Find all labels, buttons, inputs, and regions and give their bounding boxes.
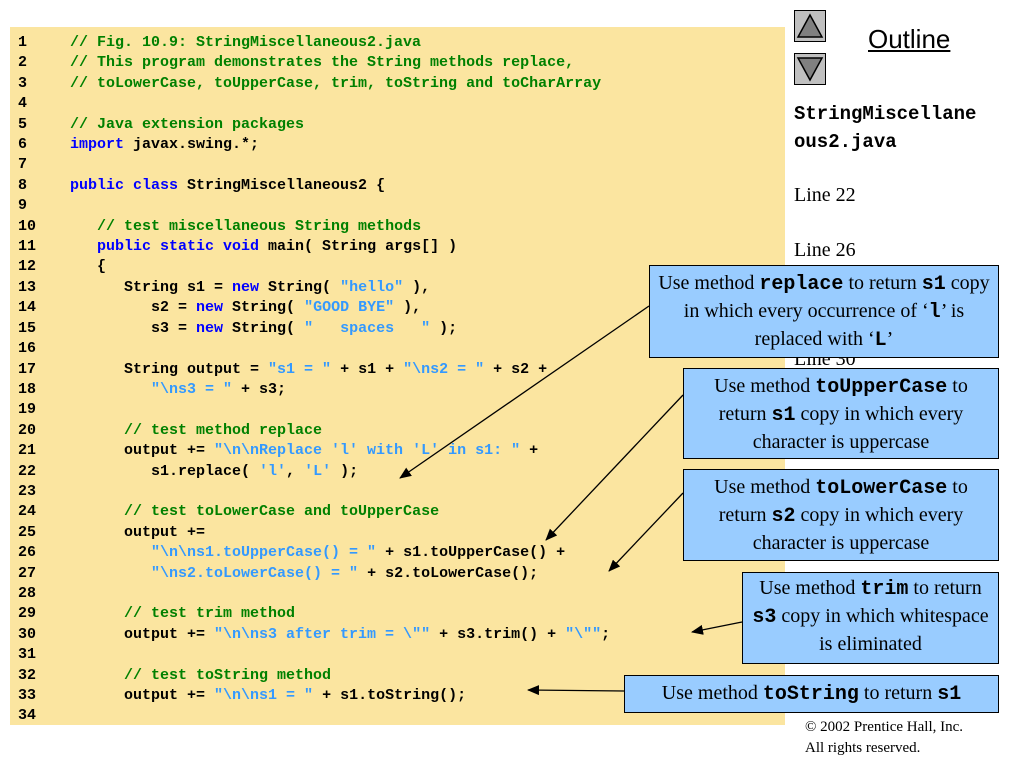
copyright-line-2: All rights reserved. xyxy=(805,740,921,756)
file-title-line-1: StringMiscellane xyxy=(794,103,977,125)
line-numbers: 1 2 3 4 5 6 7 8 9 10 11 12 13 14 15 16 1… xyxy=(18,34,37,725)
code-line: // test toString method xyxy=(124,666,332,684)
arrow-tolowercase xyxy=(608,492,684,572)
arrow-tostring xyxy=(527,685,625,696)
line-ref-26[interactable]: Line 26 xyxy=(794,239,856,261)
callout-touppercase: Use method toUpperCase to return s1 copy… xyxy=(683,368,999,459)
callout-tostring: Use method toString to return s1 xyxy=(624,675,999,713)
arrow-replace xyxy=(399,305,650,479)
code-line: output += "\n\ns1 = " + s1.toString(); xyxy=(70,687,467,704)
code-line: public class StringMiscellaneous2 { xyxy=(70,176,386,194)
copyright-line-1: © 2002 Prentice Hall, Inc. xyxy=(805,719,964,735)
code-line: "\ns3 = " + s3; xyxy=(151,380,287,398)
code-line: output += "\n\ns3 after trim = \"" + s3.… xyxy=(70,625,611,643)
arrow-trim xyxy=(691,621,743,635)
code-line: // Fig. 10.9: StringMiscellaneous2.java xyxy=(70,34,422,51)
copyright-notice: © 2002 Prentice Hall, Inc. All rights re… xyxy=(805,717,963,759)
code-line: output += "\n\nReplace 'l' with 'L' in s… xyxy=(70,442,539,460)
code-line: import javax.swing.*; xyxy=(70,136,260,154)
code-line: s2 = new String( "GOOD BYE" ), xyxy=(70,299,422,317)
code-text: // Fig. 10.9: StringMiscellaneous2.java /… xyxy=(70,33,610,727)
outline-link[interactable]: Outline xyxy=(868,24,951,54)
code-line: "\ns2.toLowerCase() = " + s2.toLowerCase… xyxy=(151,564,539,582)
next-slide-button[interactable] xyxy=(794,53,826,85)
code-line: // test toLowerCase and toUpperCase xyxy=(124,503,440,521)
code-line: output += xyxy=(70,523,206,541)
code-line: // test miscellaneous String methods xyxy=(97,217,422,235)
callout-tolowercase: Use method toLowerCase to return s2 copy… xyxy=(683,469,999,561)
code-line: // Java extension packages xyxy=(70,115,305,133)
code-line: // toLowerCase, toUpperCase, trim, toStr… xyxy=(70,74,602,92)
callout-replace: Use method replace to return s1 copy in … xyxy=(649,265,999,358)
code-line: // test trim method xyxy=(124,605,296,623)
code-listing-panel: 1 2 3 4 5 6 7 8 9 10 11 12 13 14 15 16 1… xyxy=(10,27,785,725)
code-line: // test method replace xyxy=(124,421,323,439)
triangle-down-icon xyxy=(796,57,824,82)
file-title: StringMiscellane ous2.java xyxy=(794,100,1019,156)
arrow-touppercase xyxy=(545,394,684,541)
code-line: s3 = new String( " spaces " ); xyxy=(70,319,458,337)
code-line: public static void main( String args[] ) xyxy=(97,238,458,256)
code-line: "\n\ns1.toUpperCase() = " + s1.toUpperCa… xyxy=(151,544,566,562)
line-ref-22[interactable]: Line 22 xyxy=(794,184,856,206)
code-line: { xyxy=(70,258,107,276)
callout-trim: Use method trim to return s3 copy in whi… xyxy=(742,572,999,664)
code-line: s1.replace( 'l', 'L' ); xyxy=(70,462,359,480)
previous-slide-button[interactable] xyxy=(794,10,826,42)
file-title-line-2: ous2.java xyxy=(794,131,897,153)
code-line: String s1 = new String( "hello" ), xyxy=(70,278,431,296)
code-line: // This program demonstrates the String … xyxy=(70,54,575,72)
code-line: String output = "s1 = " + s1 + "\ns2 = "… xyxy=(70,360,548,378)
triangle-up-icon xyxy=(796,13,824,38)
